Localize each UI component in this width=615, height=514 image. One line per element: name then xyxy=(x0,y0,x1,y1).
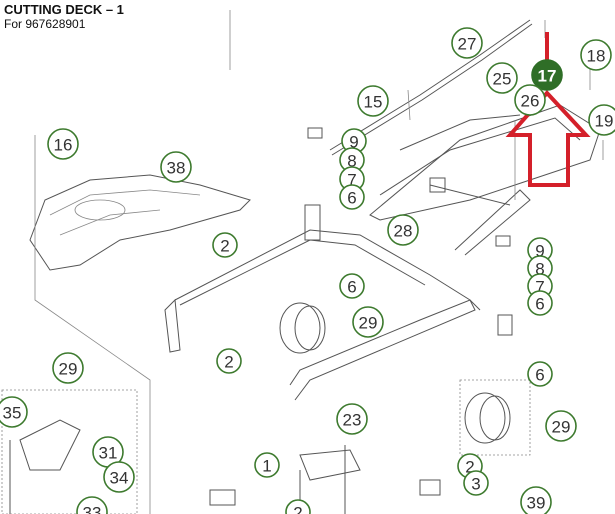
callout-circle xyxy=(451,27,483,59)
callout-circle xyxy=(216,348,242,374)
callout-circle xyxy=(531,59,563,91)
callout-17[interactable]: 17 xyxy=(531,59,563,91)
callout-label: 9 xyxy=(349,133,358,152)
callout-1[interactable]: 1 xyxy=(254,452,280,478)
line-art xyxy=(1,10,604,514)
callout-circle xyxy=(527,361,553,387)
callout-circle xyxy=(339,273,365,299)
callout-label: 1 xyxy=(262,457,271,476)
callout-6[interactable]: 6 xyxy=(527,290,553,316)
callout-label: 17 xyxy=(538,67,557,86)
diagram-header: CUTTING DECK – 1 For 967628901 xyxy=(4,2,124,31)
callout-circle xyxy=(52,352,84,384)
callout-label: 33 xyxy=(83,504,102,514)
callout-label: 38 xyxy=(167,159,186,178)
callout-3[interactable]: 3 xyxy=(463,470,489,496)
callout-label: 7 xyxy=(347,171,356,190)
callout-label: 25 xyxy=(493,70,512,89)
callout-label: 15 xyxy=(364,93,383,112)
callout-circle xyxy=(352,306,384,338)
callout-29[interactable]: 29 xyxy=(352,306,384,338)
callout-circle xyxy=(339,184,365,210)
callout-2[interactable]: 2 xyxy=(216,348,242,374)
callout-34[interactable]: 34 xyxy=(103,461,135,493)
callout-label: 6 xyxy=(535,295,544,314)
callout-label: 6 xyxy=(347,189,356,208)
model-number: For 967628901 xyxy=(4,17,86,31)
callout-circle xyxy=(514,84,546,116)
callout-8[interactable]: 8 xyxy=(527,255,553,281)
callout-circle xyxy=(486,62,518,94)
diagram-title: CUTTING DECK – 1 xyxy=(4,2,124,17)
callout-15[interactable]: 15 xyxy=(357,85,389,117)
callout-2[interactable]: 2 xyxy=(285,499,311,514)
callout-label: 18 xyxy=(587,47,606,66)
callout-circle xyxy=(285,499,311,514)
callout-label: 35 xyxy=(3,404,22,423)
callout-29[interactable]: 29 xyxy=(52,352,84,384)
callout-label: 39 xyxy=(527,494,546,513)
callout-31[interactable]: 31 xyxy=(92,436,124,468)
callout-label: 29 xyxy=(59,360,78,379)
callout-circle xyxy=(463,470,489,496)
callout-6[interactable]: 6 xyxy=(339,184,365,210)
callout-18[interactable]: 18 xyxy=(580,39,612,71)
callout-16[interactable]: 16 xyxy=(47,128,79,160)
callout-circle xyxy=(357,85,389,117)
callout-label: 6 xyxy=(347,278,356,297)
callout-label: 29 xyxy=(552,418,571,437)
callout-26[interactable]: 26 xyxy=(514,84,546,116)
callout-35[interactable]: 35 xyxy=(0,396,28,428)
callout-circle xyxy=(336,403,368,435)
callout-label: 26 xyxy=(521,92,540,111)
callout-circle xyxy=(47,128,79,160)
callout-2[interactable]: 2 xyxy=(212,232,238,258)
callout-circle xyxy=(76,496,108,514)
callout-19[interactable]: 19 xyxy=(588,104,615,136)
callout-circle xyxy=(387,214,419,246)
callout-label: 27 xyxy=(458,35,477,54)
callout-circle xyxy=(580,39,612,71)
callout-circle xyxy=(254,452,280,478)
callout-circle xyxy=(212,232,238,258)
callout-label: 7 xyxy=(535,278,544,297)
callout-33[interactable]: 33 xyxy=(76,496,108,514)
callout-circle xyxy=(527,290,553,316)
callout-6[interactable]: 6 xyxy=(527,361,553,387)
callout-label: 6 xyxy=(535,366,544,385)
callout-28[interactable]: 28 xyxy=(387,214,419,246)
callout-label: 19 xyxy=(595,112,614,131)
callout-circle xyxy=(103,461,135,493)
callout-label: 8 xyxy=(535,260,544,279)
callout-label: 2 xyxy=(293,504,302,514)
callout-label: 34 xyxy=(110,469,129,488)
callout-circle xyxy=(588,104,615,136)
callout-39[interactable]: 39 xyxy=(520,486,552,514)
callout-23[interactable]: 23 xyxy=(336,403,368,435)
callout-circle xyxy=(545,410,577,442)
callout-label: 2 xyxy=(224,353,233,372)
callout-label: 23 xyxy=(343,411,362,430)
callout-circle xyxy=(0,396,28,428)
callout-label: 28 xyxy=(394,222,413,241)
callout-9[interactable]: 9 xyxy=(341,128,367,154)
callout-38[interactable]: 38 xyxy=(160,151,192,183)
callout-label: 29 xyxy=(359,314,378,333)
callout-29[interactable]: 29 xyxy=(545,410,577,442)
callout-label: 2 xyxy=(465,458,474,477)
callout-label: 31 xyxy=(99,444,118,463)
callout-label: 3 xyxy=(471,475,480,494)
callout-27[interactable]: 27 xyxy=(451,27,483,59)
callout-8[interactable]: 8 xyxy=(339,147,365,173)
callout-circle xyxy=(160,151,192,183)
highlight-arrow xyxy=(505,90,591,187)
callout-label: 9 xyxy=(535,242,544,261)
callout-circle xyxy=(520,486,552,514)
callout-label: 8 xyxy=(347,152,356,171)
callout-label: 2 xyxy=(220,237,229,256)
callout-label: 16 xyxy=(54,136,73,155)
callout-25[interactable]: 25 xyxy=(486,62,518,94)
callout-6[interactable]: 6 xyxy=(339,273,365,299)
